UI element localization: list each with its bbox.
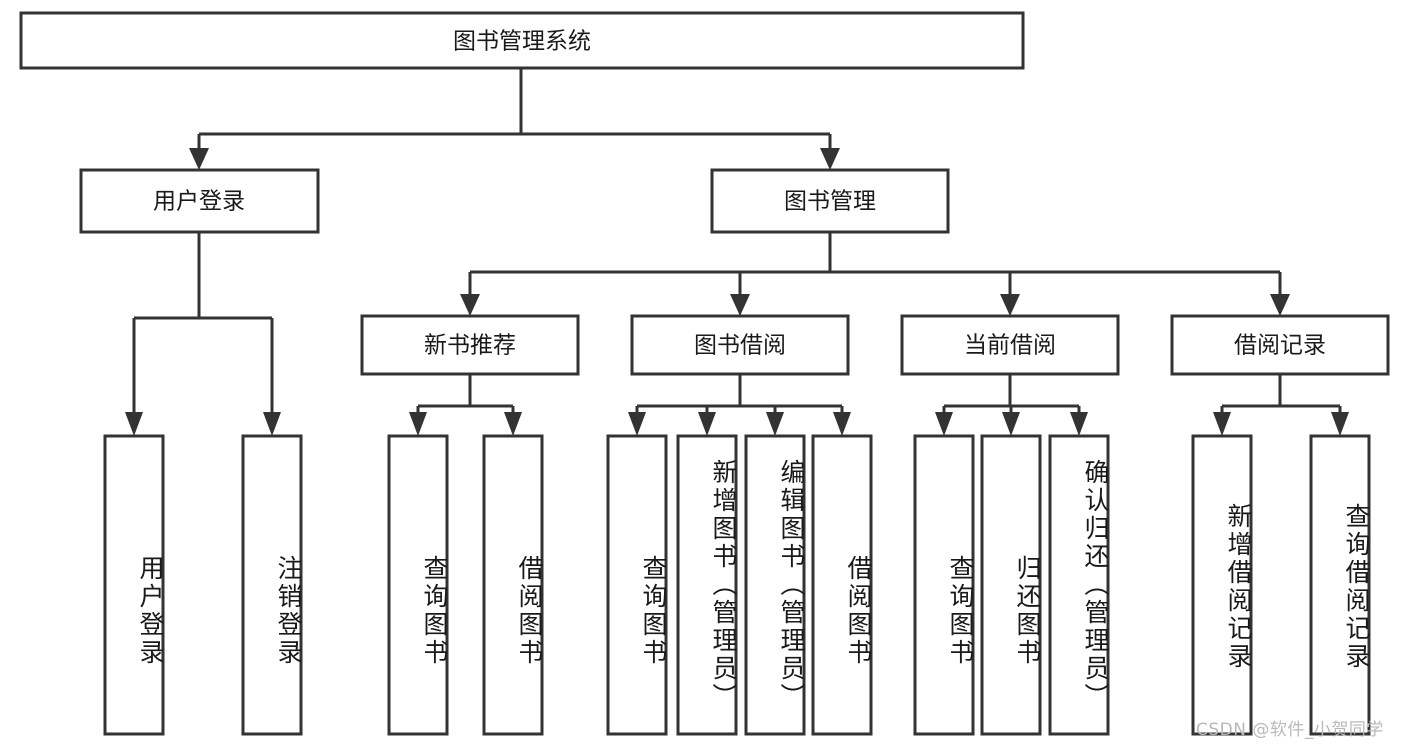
node-box-leaf-query-book-1[interactable] bbox=[387, 434, 449, 736]
node-box-leaf-confirm-return[interactable] bbox=[1048, 434, 1110, 736]
arrowhead-leaf-user-logout bbox=[263, 412, 281, 436]
node-box-current-borrow[interactable] bbox=[900, 314, 1120, 376]
arrowhead-leaf-add-book bbox=[698, 412, 716, 436]
node-box-leaf-edit-book[interactable] bbox=[744, 434, 806, 736]
arrowhead-leaf-borrow-book-1 bbox=[504, 412, 522, 436]
node-box-leaf-borrow-book-1[interactable] bbox=[482, 434, 544, 736]
arrowhead-leaf-return-book bbox=[1002, 412, 1020, 436]
node-label-borrow-record: 借阅记录 bbox=[1234, 333, 1326, 359]
node-box-leaf-borrow-book-2[interactable] bbox=[811, 434, 873, 736]
node-box-new-book-recommend[interactable] bbox=[360, 314, 580, 376]
node-label-new-book-recommend: 新书推荐 bbox=[424, 333, 516, 359]
node-label-user-login: 用户登录 bbox=[153, 189, 245, 215]
edges-layer bbox=[125, 68, 1349, 436]
arrowhead-userlogin bbox=[189, 148, 209, 170]
csdn-watermark: CSDN @软件_小贺同学 bbox=[1196, 720, 1384, 740]
arrowhead-leaf-user-login bbox=[125, 412, 143, 436]
arrowhead-book-borrow bbox=[730, 294, 750, 316]
arrowhead-current-borrow bbox=[1000, 294, 1020, 316]
node-box-leaf-user-logout[interactable] bbox=[241, 434, 303, 736]
node-box-leaf-query-record[interactable] bbox=[1309, 434, 1371, 736]
arrowhead-leaf-query-record bbox=[1331, 412, 1349, 436]
node-box-leaf-query-book-3[interactable] bbox=[913, 434, 975, 736]
node-label-root: 图书管理系统 bbox=[453, 29, 591, 55]
node-box-root[interactable] bbox=[19, 11, 1025, 70]
arrowhead-leaf-query-book-3 bbox=[935, 412, 953, 436]
arrowhead-bookmanage bbox=[820, 148, 840, 170]
node-box-user-login[interactable] bbox=[79, 168, 320, 234]
arrowhead-leaf-add-record bbox=[1213, 412, 1231, 436]
node-box-leaf-query-book-2[interactable] bbox=[606, 434, 668, 736]
node-box-book-borrow[interactable] bbox=[630, 314, 850, 376]
node-box-leaf-return-book[interactable] bbox=[980, 434, 1042, 736]
node-box-leaf-user-login[interactable] bbox=[103, 434, 165, 736]
node-box-book-manage[interactable] bbox=[710, 168, 950, 234]
arrowhead-borrow-record bbox=[1270, 294, 1290, 316]
arrowhead-leaf-borrow-book-2 bbox=[833, 412, 851, 436]
node-box-leaf-add-book[interactable] bbox=[676, 434, 738, 736]
arrowhead-leaf-confirm-return bbox=[1070, 412, 1088, 436]
arrowhead-new-book-recommend bbox=[460, 294, 480, 316]
node-label-current-borrow: 当前借阅 bbox=[964, 333, 1056, 359]
node-box-borrow-record[interactable] bbox=[1170, 314, 1390, 376]
node-label-book-manage: 图书管理 bbox=[784, 189, 876, 215]
nodes-layer: 图书管理系统 用户登录 图书管理 新书推荐 图书借阅 当前借阅 借阅记录 bbox=[19, 11, 1390, 736]
arrowhead-leaf-query-book-1 bbox=[409, 412, 427, 436]
node-box-leaf-add-record[interactable] bbox=[1191, 434, 1253, 736]
node-label-book-borrow: 图书借阅 bbox=[694, 333, 786, 359]
arrowhead-leaf-edit-book bbox=[766, 412, 784, 436]
arrowhead-leaf-query-book-2 bbox=[628, 412, 646, 436]
